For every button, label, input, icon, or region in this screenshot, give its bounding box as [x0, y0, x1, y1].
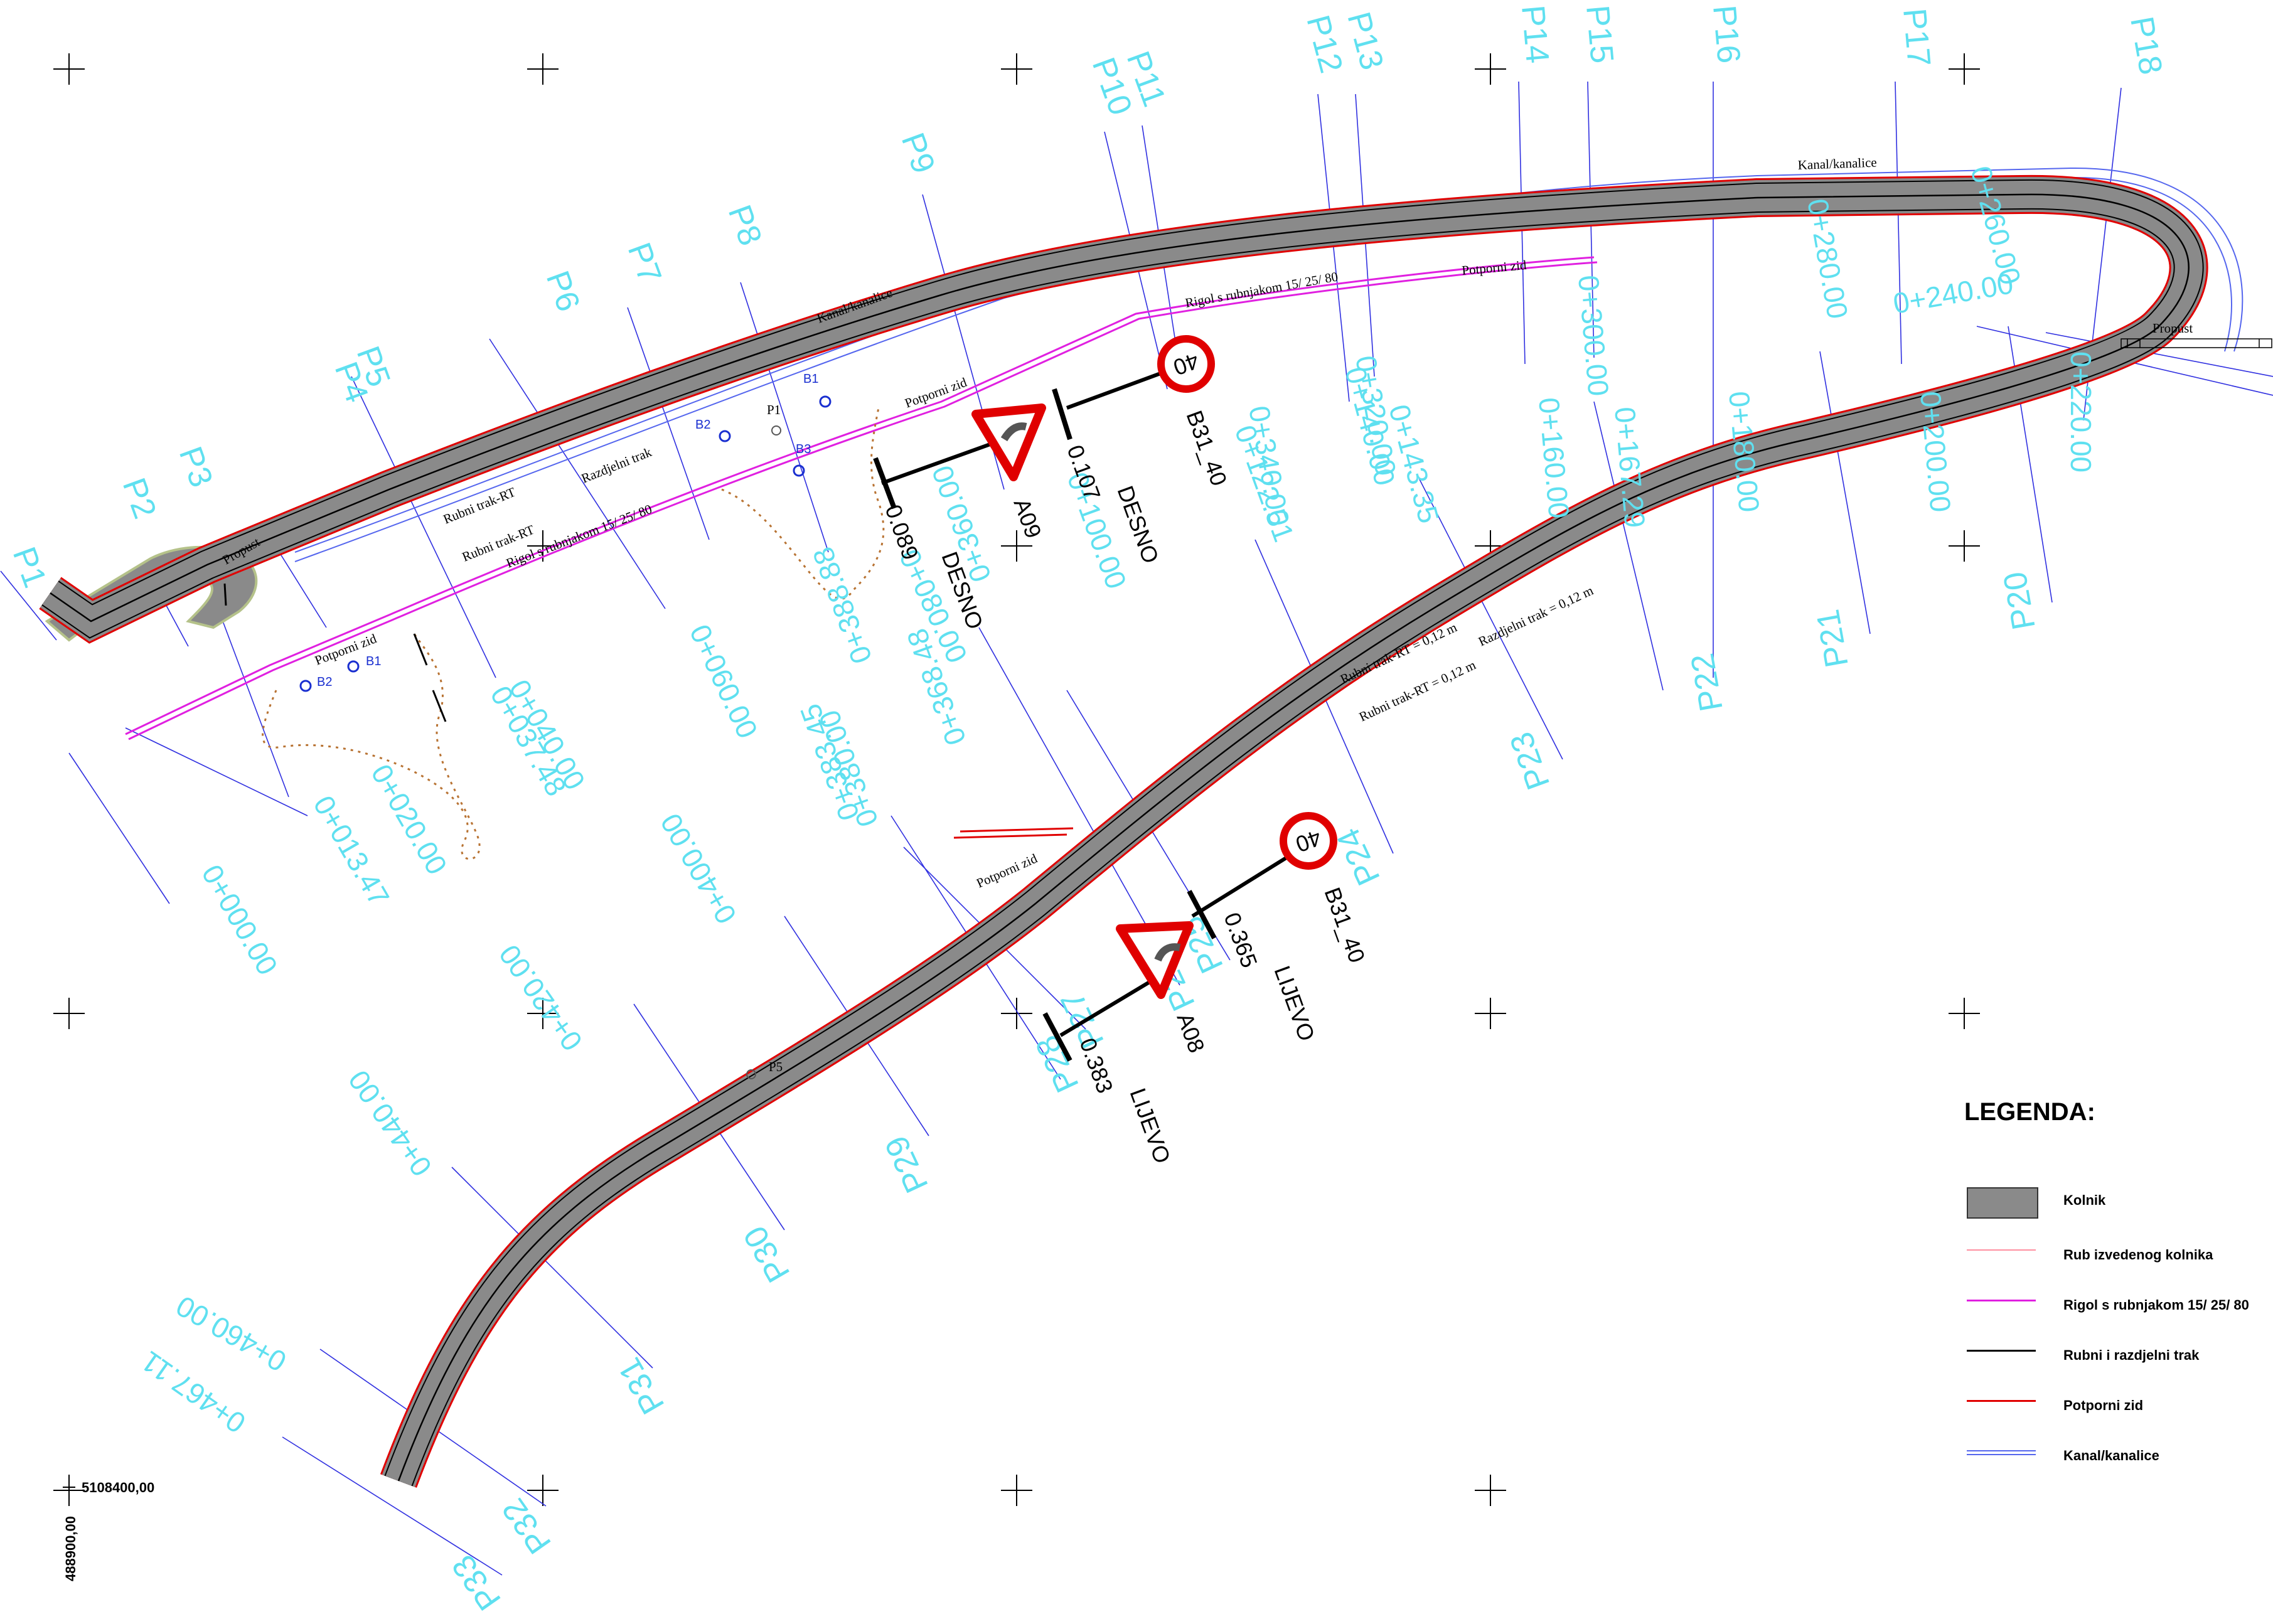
- point-p5: P5: [769, 1059, 783, 1074]
- legend-swatch-rubni: [1967, 1350, 2036, 1365]
- legend-item-kolnik: Kolnik: [1967, 1186, 2262, 1219]
- legend-title: LEGENDA:: [1964, 1098, 2095, 1126]
- legend-swatch-rub: [1967, 1249, 2036, 1264]
- propust-culvert: [2121, 338, 2272, 348]
- station-0-467: 0+467.11: [135, 1345, 251, 1440]
- station-0-220: 0+220.00: [2065, 351, 2097, 473]
- offset-0-089: 0.089: [880, 501, 923, 564]
- station-0-440: 0+440.00: [342, 1064, 438, 1182]
- station-0-300: 0+300.00: [1572, 274, 1615, 397]
- kanal-label-2: Kanal/kanalice: [1797, 155, 1877, 173]
- rubni-rt-label-1: Rubni trak-RT: [441, 484, 518, 527]
- offset-0-383: 0.383: [1074, 1035, 1118, 1097]
- station-0-180: 0+180.00: [1723, 390, 1766, 513]
- profile-label-p9: P9: [894, 128, 942, 178]
- legend-label-kolnik: Kolnik: [2063, 1192, 2106, 1208]
- lijevo-1: LIJEVO: [1269, 963, 1320, 1045]
- profile-label-p29: P29: [878, 1130, 936, 1198]
- legend-swatch-rigol: [1967, 1300, 2036, 1315]
- station-0-400: 0+400.00: [654, 808, 743, 929]
- station-0-160: 0+160.00: [1532, 396, 1576, 520]
- potporni-label-3: Potporni zid: [1461, 257, 1527, 278]
- profile-label-p8: P8: [721, 200, 769, 250]
- profile-label-p21: P21: [1810, 607, 1856, 670]
- station-0-060: 0+060.00: [683, 619, 764, 743]
- legend-swatch-kanal: [1967, 1450, 2036, 1455]
- profile-label-p24: P24: [1330, 823, 1388, 890]
- profile-label-p20: P20: [1997, 569, 2043, 633]
- station-0-020: 0+020.00: [365, 759, 454, 880]
- sign-a09: A09: [1008, 495, 1046, 542]
- legend-item-rubni: Rubni i razdjelni trak: [1967, 1341, 2262, 1372]
- profile-label-p2: P2: [115, 473, 163, 523]
- profile-label-p1: P1: [6, 542, 53, 592]
- sign-b31-top: B31_40: [1181, 407, 1232, 489]
- legend-item-kanal: Kanal/kanalice: [1967, 1441, 2262, 1473]
- profile-label-p6: P6: [539, 266, 587, 316]
- profile-label-p31: P31: [611, 1352, 671, 1420]
- profile-label-p15: P15: [1579, 4, 1620, 65]
- point-b3-top: B3: [796, 442, 811, 456]
- point-b1-left: B1: [366, 654, 381, 668]
- lijevo-2: LIJEVO: [1125, 1085, 1175, 1167]
- legend-label-rubni: Rubni i razdjelni trak: [2063, 1347, 2200, 1363]
- terrain-outline: [262, 407, 885, 860]
- station-labels: 0+000.00 0+013.47 0+020.00 0+037.48 0+04…: [135, 163, 2097, 1440]
- rubnjak-marks: [223, 583, 447, 722]
- sign-a08: A08: [1172, 1010, 1209, 1056]
- point-b2-top: B2: [695, 418, 710, 432]
- survey-points: B1 B2 B3 P1 B1 B2 P5: [299, 372, 832, 1079]
- legend-label-kanal: Kanal/kanalice: [2063, 1448, 2159, 1463]
- legend-label-rigol: Rigol s rubnjakom 15/ 25/ 80: [2063, 1297, 2249, 1313]
- profile-label-p14: P14: [1514, 4, 1556, 65]
- legend-item-rigol: Rigol s rubnjakom 15/ 25/ 80: [1967, 1291, 2262, 1322]
- point-b2-left: B2: [317, 675, 332, 689]
- station-0-388: 0+388.88: [806, 543, 878, 668]
- legend-panel: LEGENDA: Kolnik Rub izvedenog kolnika Ri…: [1958, 1098, 2259, 1500]
- legend-swatch-kolnik: [1967, 1187, 2038, 1219]
- point-b1-top: B1: [803, 372, 818, 386]
- legend-item-potporni: Potporni zid: [1967, 1391, 2262, 1423]
- coordinate-labels: 5108400,00 488900,00: [63, 1480, 154, 1581]
- profile-label-p30: P30: [737, 1220, 797, 1288]
- profile-label-p32: P32: [495, 1492, 559, 1560]
- legend-item-rub: Rub izvedenog kolnika: [1967, 1241, 2262, 1272]
- profile-label-p17: P17: [1896, 7, 1937, 68]
- point-p1: P1: [767, 402, 781, 417]
- profile-label-p22: P22: [1684, 651, 1730, 714]
- coord-east: 488900,00: [63, 1516, 78, 1581]
- grid-crosses: [53, 53, 1980, 1506]
- rigol-label-2: Rigol s rubnjakom 15/ 25/ 80: [1184, 269, 1339, 310]
- propust-label-2: Propust: [2153, 321, 2193, 336]
- profile-label-p3: P3: [172, 442, 220, 492]
- station-0-000: 0+000.00: [195, 859, 284, 980]
- profile-label-p18: P18: [2123, 14, 2169, 77]
- legend-swatch-potporni: [1967, 1400, 2036, 1416]
- coord-north: 5108400,00: [82, 1480, 154, 1495]
- profile-label-p7: P7: [621, 238, 668, 288]
- station-0-460: 0+460.00: [171, 1290, 292, 1379]
- rigol-lines: [125, 256, 1598, 740]
- sign-b31-bottom: B31_40: [1319, 884, 1370, 966]
- station-0-013: 0+013.47: [307, 790, 396, 911]
- station-0-420: 0+420.00: [493, 939, 589, 1057]
- profile-label-p33: P33: [445, 1548, 508, 1616]
- profile-label-p23: P23: [1503, 727, 1557, 794]
- traffic-signs: 40 B31_40 0.107 DESNO A09 0.089 DESNO 40…: [873, 335, 1370, 1167]
- profile-label-p16: P16: [1706, 4, 1747, 65]
- legend-label-rub: Rub izvedenog kolnika: [2063, 1247, 2213, 1263]
- potporni-zid-walls: [953, 827, 1074, 839]
- legend-label-potporni: Potporni zid: [2063, 1397, 2144, 1413]
